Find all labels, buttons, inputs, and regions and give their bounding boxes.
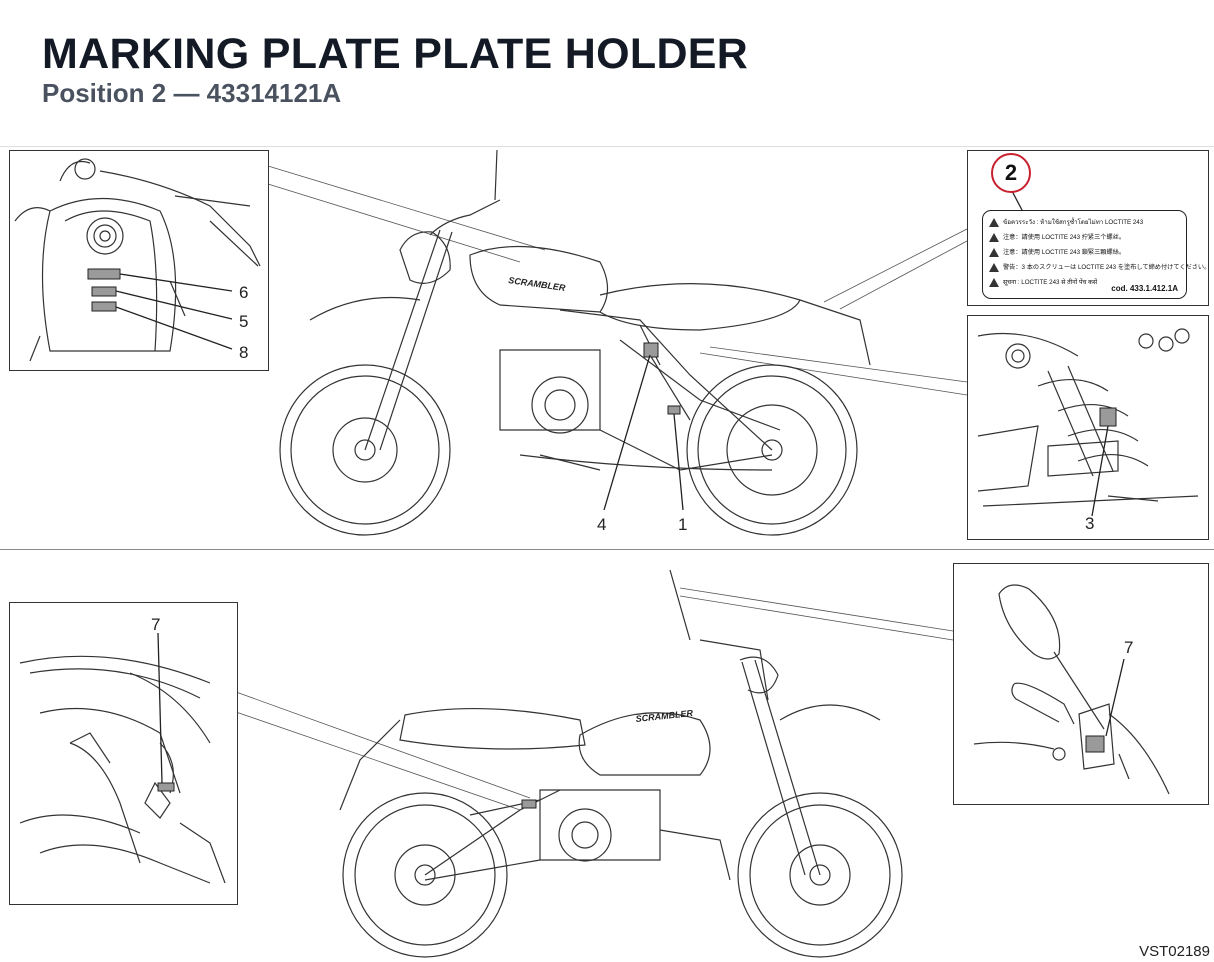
warning-icon xyxy=(989,247,999,257)
plate-code: cod. 433.1.412.1A xyxy=(1111,284,1178,293)
plate-warning-line: ข้อควรระวัง : ห้ามใช้สกรูซ้ำโดยไม่ทา LOC… xyxy=(989,217,1143,227)
detail-tank-box: 6 5 8 xyxy=(9,150,269,371)
callout-8: 8 xyxy=(239,343,248,362)
upper-callout-lines xyxy=(603,354,684,511)
callout-7-handlebar: 7 xyxy=(1124,638,1133,657)
plate-warning-line: 警告：3 本のスクリューは LOCTITE 243 を塗布して締め付けてください… xyxy=(989,262,1210,272)
section-divider xyxy=(0,549,1214,550)
drawing-code: VST02189 xyxy=(1139,943,1210,960)
header-divider xyxy=(0,146,1214,147)
upper-motorcycle xyxy=(279,149,871,536)
warning-icon xyxy=(989,277,999,287)
detail-handlebar-box: 7 xyxy=(953,563,1209,805)
marking-plate: ข้อควรระวัง : ห้ามใช้สกรูซ้ำโดยไม่ทา LOC… xyxy=(982,210,1210,299)
plate-warning-line: सूचना : LOCTITE 243 से तीनों पेंच कसें xyxy=(989,277,1097,287)
callout-7-footrest: 7 xyxy=(151,615,160,634)
page-subtitle: Position 2 — 43314121A xyxy=(42,78,342,108)
plate-warning-line: 注意：請使用 LOCTITE 243 鎖緊三顆螺絲。 xyxy=(989,247,1125,257)
plate-warning-line: 注意：請使用 LOCTITE 243 拧紧三个螺丝。 xyxy=(989,232,1125,242)
position-badge: 2 xyxy=(991,153,1031,193)
warning-icon xyxy=(989,262,999,272)
detail-leader-lines xyxy=(235,165,968,811)
detail-footrest-box: 7 xyxy=(9,602,238,905)
callout-6: 6 xyxy=(239,283,248,302)
detail-shock-box: 3 xyxy=(967,315,1209,540)
lower-motorcycle xyxy=(339,569,903,958)
page-title: MARKING PLATE PLATE HOLDER xyxy=(42,30,749,78)
warning-icon xyxy=(989,232,999,242)
warning-icon xyxy=(989,217,999,227)
callout-5: 5 xyxy=(239,312,248,331)
callout-1: 1 xyxy=(678,515,687,534)
callout-3: 3 xyxy=(1085,514,1094,533)
callout-4: 4 xyxy=(597,515,606,534)
